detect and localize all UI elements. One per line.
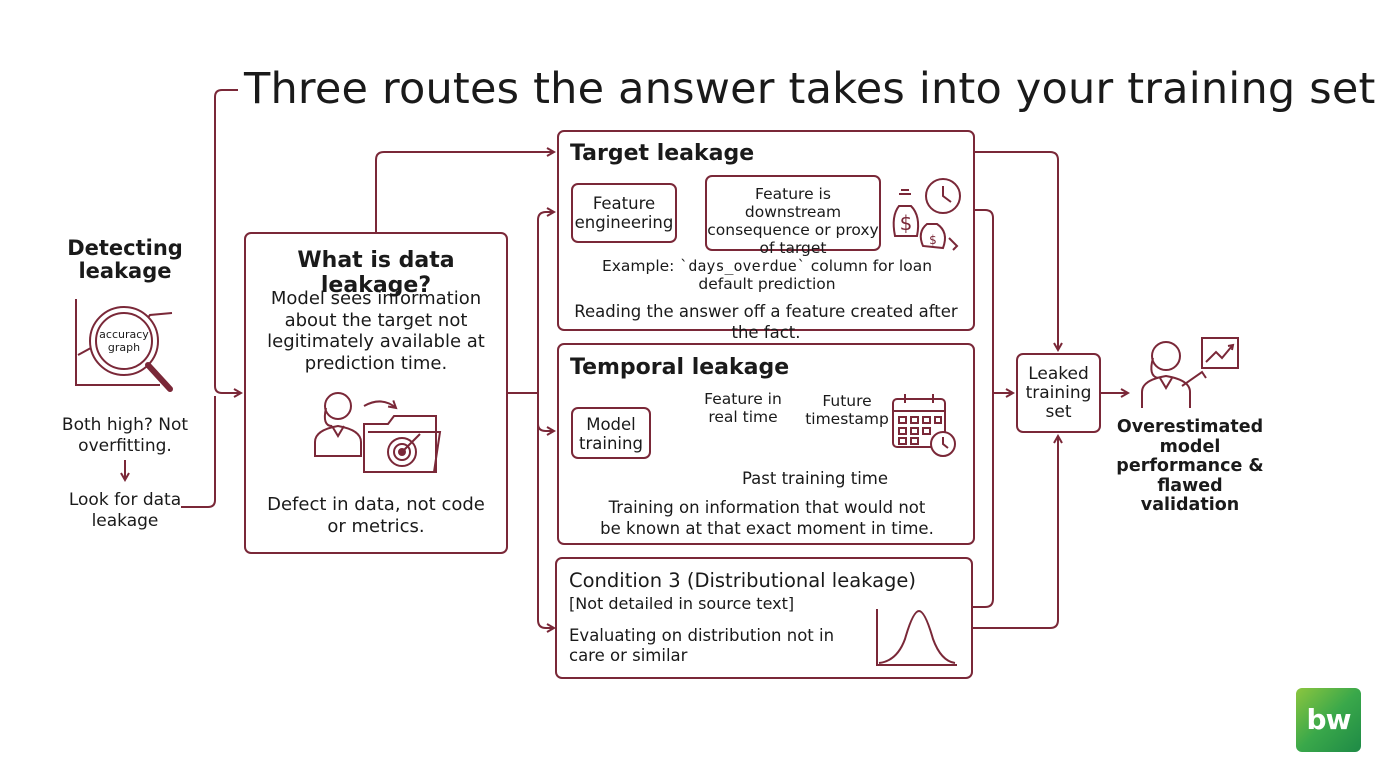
feature-real-time-label: Feature in real time xyxy=(704,390,782,426)
bell-curve-icon xyxy=(876,609,957,666)
svg-text:$: $ xyxy=(929,233,937,247)
leaked-training-set-box: Leaked training set xyxy=(1016,353,1101,433)
temporal-leakage-box: Temporal leakage Model training Feature … xyxy=(557,343,975,545)
condition3-box: Condition 3 (Distributional leakage) [No… xyxy=(555,557,973,679)
definition-heading: What is data leakage? xyxy=(297,248,455,298)
money-bags-clock-icon: $ $ xyxy=(892,178,961,251)
condition3-heading: Condition 3 (Distributional leakage) xyxy=(569,569,917,592)
page-title: Three routes the answer takes into your … xyxy=(244,64,1376,114)
calendar-clock-icon xyxy=(892,394,956,457)
person-folder-target-icon xyxy=(314,392,442,473)
magnifier-label: accuracy graph xyxy=(99,328,149,354)
target-caption: Reading the answer off a feature created… xyxy=(574,302,958,342)
example-prefix: Example: xyxy=(601,257,680,275)
detect-action: Look for data leakage xyxy=(68,490,182,531)
target-heading: Target leakage xyxy=(570,141,755,166)
detect-question: Both high? Not overfitting. xyxy=(61,415,189,456)
example-code: `days_overdue` xyxy=(679,257,806,275)
magnifier-graph-icon xyxy=(75,299,173,392)
condition3-body: Evaluating on distribution not in care o… xyxy=(569,626,835,665)
temporal-heading: Temporal leakage xyxy=(570,355,790,380)
feature-engineering-step: Feature engineering xyxy=(571,183,677,243)
future-timestamp-label: Future timestamp xyxy=(805,392,889,428)
target-example: Example: `days_overdue` column for loan … xyxy=(599,257,935,293)
detect-heading: Detecting leakage xyxy=(67,236,183,283)
brand-logo: bw xyxy=(1296,688,1361,752)
person-chart-icon xyxy=(1141,337,1239,408)
definition-body: Model sees information about the target … xyxy=(267,288,485,374)
definition-footer: Defect in data, not code or metrics. xyxy=(267,494,485,537)
definition-box: What is data leakage? Model sees informa… xyxy=(244,232,508,554)
example-suffix: column for loan default prediction xyxy=(698,257,933,293)
temporal-caption: Training on information that would not b… xyxy=(600,498,934,538)
outcome-label: Overestimated model performance & flawed… xyxy=(1116,417,1264,515)
past-training-time-label: Past training time xyxy=(741,469,889,488)
model-training-step: Model training xyxy=(571,407,651,459)
condition3-note: [Not detailed in source text] xyxy=(569,594,795,613)
svg-text:$: $ xyxy=(900,211,913,235)
downstream-consequence-step: Feature is downstream consequence or pro… xyxy=(705,175,881,257)
target-leakage-box: Target leakage Feature engineering Featu… xyxy=(557,130,975,342)
